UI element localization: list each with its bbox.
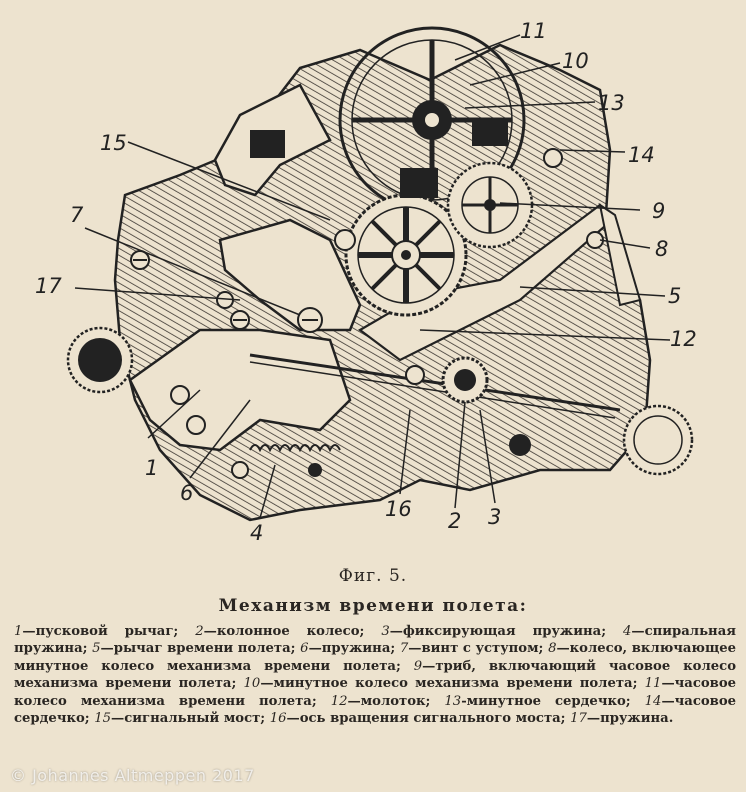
flight-time-lever-arm [598, 202, 642, 307]
column-wheel [441, 356, 489, 404]
rod-edge [249, 361, 616, 419]
legend-number: 11 [644, 676, 662, 692]
legend-description: —пусковой рычаг; [22, 624, 196, 639]
legend-number: 12 [330, 693, 348, 709]
legend-number: 1 [14, 624, 23, 639]
leader-lines [74, 34, 671, 519]
legend-number: 17 [570, 711, 587, 727]
legend-number: 2 [195, 624, 204, 639]
legend-description: —ось вращения сигнального моста; [286, 711, 571, 727]
legend-number: 6 [300, 641, 309, 657]
legend-number: 15 [94, 711, 112, 727]
rod [249, 353, 621, 412]
legend-description: —спиральная пружина; [14, 624, 736, 657]
callout-2: 2 [448, 509, 461, 533]
legend-description: —молоток; [347, 693, 445, 709]
mechanism-diagram: 1 2 3 4 5 6 7 8 9 10 11 12 13 14 15 16 1… [35, 19, 697, 545]
legend-number: 9 [413, 658, 423, 674]
legend-number: 7 [399, 641, 409, 657]
legend-description: —фиксирующая пружина; [389, 624, 623, 639]
central-lever [218, 218, 362, 332]
legend-description: —часовое сердечко; [14, 693, 737, 727]
legend-description: —часовое колесо механизма времени полета… [14, 676, 737, 709]
callout-14: 14 [628, 143, 655, 167]
callout-7: 7 [70, 203, 84, 227]
legend-description: —сигнальный мост; [111, 711, 270, 727]
screws [130, 148, 604, 479]
right-crown [622, 404, 694, 476]
callout-11: 11 [520, 19, 547, 43]
legend-description: —триб, включающий часовое колесо механиз… [14, 658, 736, 692]
legend-number: 8 [548, 641, 557, 657]
legend-number: 3 [381, 624, 390, 639]
legend-description: —рычаг времени полета; [100, 641, 301, 657]
minute-wheel [344, 193, 468, 317]
spiral-spring [249, 444, 341, 453]
figure-title: Механизм времени полета: [218, 596, 528, 616]
legend-number: 13 [444, 693, 462, 709]
legend-description: —пружина. [586, 711, 674, 727]
legend-description: —минутное колесо механизма времени полет… [260, 676, 645, 692]
legend-description: —колонное колесо; [203, 624, 382, 639]
callout-9: 9 [652, 199, 665, 223]
callout-15: 15 [100, 131, 127, 155]
figure-label: Фиг. 5. [338, 566, 408, 586]
dark-studs [308, 120, 531, 477]
legend-number: 14 [644, 693, 662, 709]
callout-8: 8 [655, 237, 668, 261]
callout-6: 6 [180, 481, 193, 505]
legend-number: 16 [269, 711, 287, 727]
legend-number: 5 [92, 641, 101, 657]
legend-number: 10 [243, 676, 261, 692]
legend-description: —винт с уступом; [408, 641, 549, 657]
callout-10: 10 [562, 49, 589, 73]
callout-13: 13 [598, 91, 625, 115]
pinion-wheel [446, 161, 534, 249]
callout-3: 3 [488, 505, 501, 529]
callout-12: 12 [670, 327, 697, 351]
callout-1: 1 [145, 456, 158, 480]
bridge-block [250, 130, 285, 158]
copyright-watermark: © Johannes Altmeppen 2017 [10, 766, 255, 785]
legend-description: -минутное сердечко; [461, 693, 645, 709]
figure-caption: Фиг. 5. Механизм времени полета: [0, 566, 746, 622]
callout-16: 16 [385, 497, 412, 521]
legend-description: —колесо, включающее минутное колесо меха… [14, 641, 737, 674]
legend-number: 4 [623, 624, 632, 639]
legend-text: 1—пусковой рычаг; 2—колонное колесо; 3—ф… [14, 623, 736, 727]
legend-description: —пружина; [308, 641, 400, 657]
callout-17: 17 [35, 274, 62, 298]
flight-time-lever [358, 203, 614, 362]
callout-4: 4 [250, 521, 263, 545]
left-crown [66, 326, 134, 394]
callout-5: 5 [668, 284, 681, 308]
